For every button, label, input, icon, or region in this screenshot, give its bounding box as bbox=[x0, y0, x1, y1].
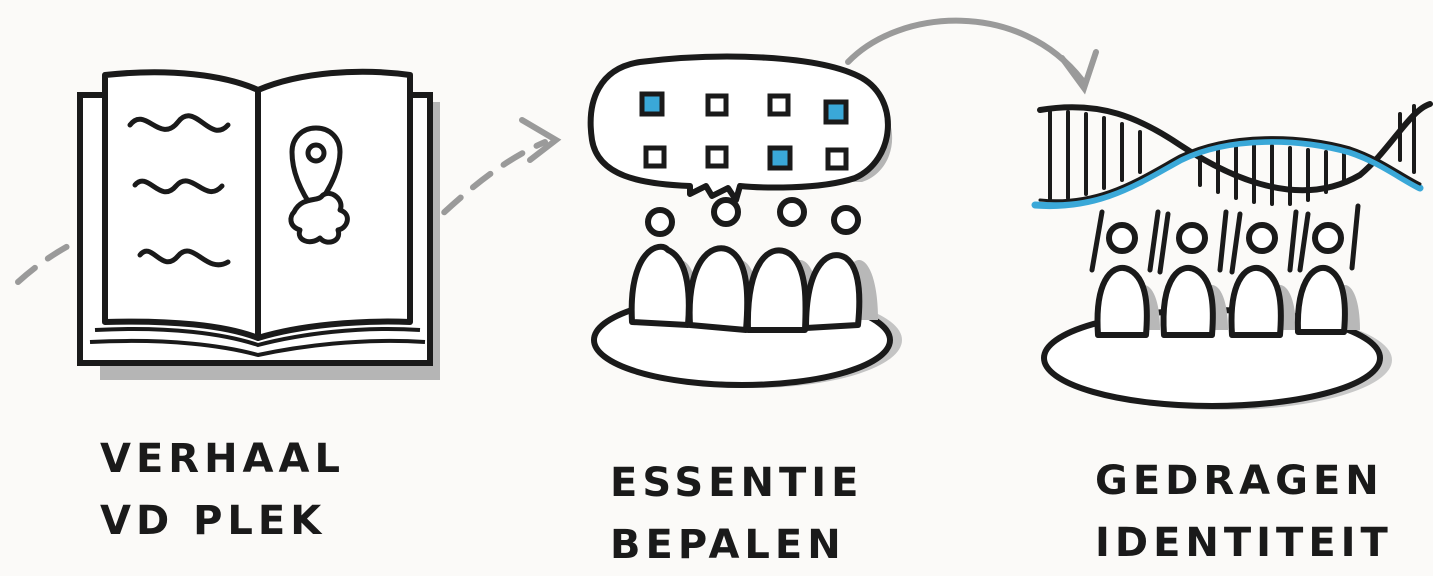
location-pin-icon bbox=[288, 125, 350, 245]
diagram-artwork bbox=[15, 17, 1433, 410]
group-holding-dna-strand-icon bbox=[1031, 101, 1433, 410]
group-with-speech-bubble-icon bbox=[587, 53, 902, 388]
step-1-caption-line-1: VERHAAL bbox=[100, 436, 345, 482]
curved-arrow-2-3 bbox=[845, 17, 1099, 95]
step-2-caption-line-2: BEPALEN bbox=[610, 522, 846, 568]
open-book-icon bbox=[77, 68, 440, 380]
step-3-caption: GEDRAGEN IDENTITEIT bbox=[1095, 450, 1393, 574]
step-1-caption-line-2: VD PLEK bbox=[100, 498, 327, 544]
step-3-caption-line-2: IDENTITEIT bbox=[1095, 520, 1393, 566]
step-2-caption-line-1: ESSENTIE bbox=[610, 460, 864, 506]
step-1-caption: VERHAAL VD PLEK bbox=[100, 428, 345, 552]
process-diagram: VERHAAL VD PLEK ESSENTIE BEPALEN GEDRAGE… bbox=[15, 17, 1433, 568]
step-2-caption: ESSENTIE BEPALEN bbox=[610, 452, 863, 576]
step-3-caption-line-1: GEDRAGEN bbox=[1095, 458, 1384, 504]
flow-arrowhead-1 bbox=[519, 117, 562, 163]
